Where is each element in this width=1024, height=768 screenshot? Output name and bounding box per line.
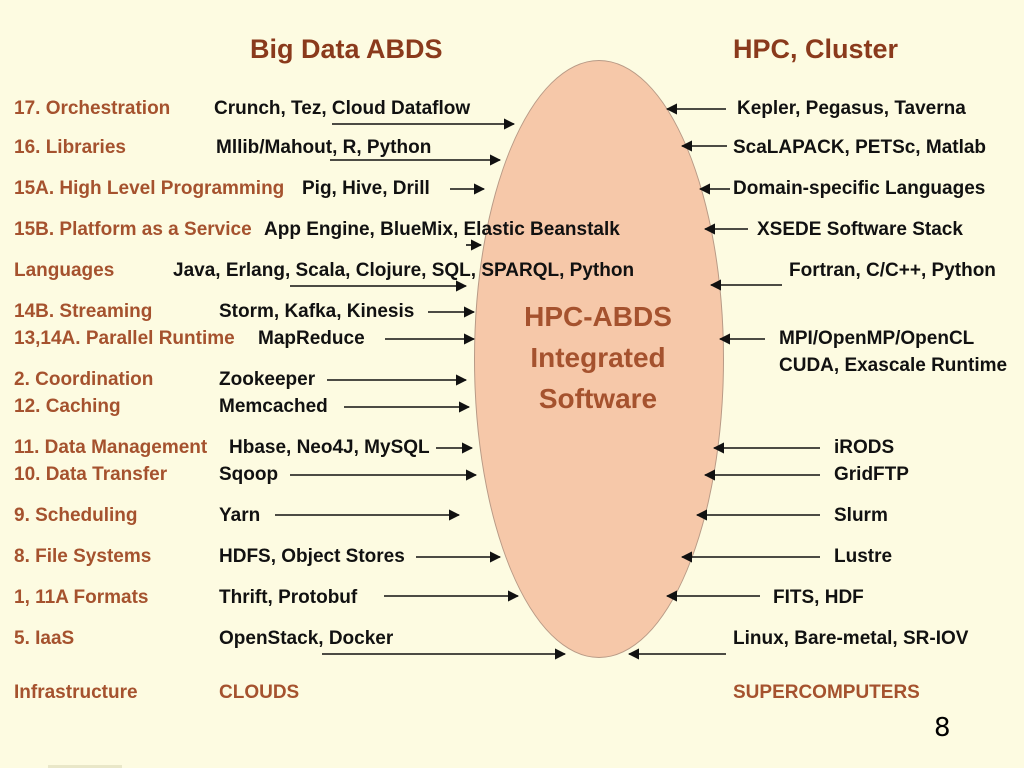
row-label-data-transfer: 10. Data Transfer <box>14 464 168 485</box>
row-label-data-management: 11. Data Management <box>14 437 208 458</box>
abds-caching-items: Memcached <box>219 396 328 417</box>
row-label-iaas: 5. IaaS <box>14 628 75 649</box>
page-number: 8 <box>934 713 951 743</box>
row-label-scheduling: 9. Scheduling <box>14 505 138 526</box>
abds-languages-items: Java, Erlang, Scala, Clojure, SQL, SPARQ… <box>173 260 635 281</box>
abds-iaas-items: OpenStack, Docker <box>219 628 394 649</box>
abds-orchestration-items: Crunch, Tez, Cloud Dataflow <box>214 98 471 119</box>
hpc-file-systems-items: Lustre <box>834 546 893 567</box>
abds-formats-items: Thrift, Protobuf <box>219 587 358 608</box>
hpc-iaas-items: Linux, Bare-metal, SR-IOV <box>733 628 969 649</box>
abds-file-systems-items: HDFS, Object Stores <box>219 546 405 567</box>
hpc-infrastructure-supercomputers: SUPERCOMPUTERS <box>733 682 920 703</box>
abds-parallel-runtime-items: MapReduce <box>258 328 365 349</box>
center-line-1: HPC-ABDS <box>524 301 672 332</box>
hpc-formats-items: FITS, HDF <box>773 587 864 608</box>
hpc-scheduling-items: Slurm <box>834 505 888 526</box>
abds-infrastructure-clouds: CLOUDS <box>219 682 300 703</box>
bottom-tab-decoration <box>48 765 122 768</box>
hpc-high-level-items: Domain-specific Languages <box>733 178 986 199</box>
heading-hpc-cluster: HPC, Cluster <box>733 34 899 64</box>
heading-big-data-abds: Big Data ABDS <box>250 34 443 64</box>
abds-scheduling-items: Yarn <box>219 505 261 526</box>
abds-libraries-items: Mllib/Mahout, R, Python <box>216 137 432 158</box>
hpc-parallel-runtime-items: MPI/OpenMP/OpenCL <box>779 328 975 349</box>
hpc-paas-items: XSEDE Software Stack <box>757 219 963 240</box>
row-label-formats: 1, 11A Formats <box>14 587 149 608</box>
row-label-high-level-programming: 15A. High Level Programming <box>14 178 285 199</box>
hpc-data-transfer-items: GridFTP <box>834 464 909 485</box>
hpc-parallel-runtime-items-2: CUDA, Exascale Runtime <box>779 355 1008 376</box>
row-label-streaming: 14B. Streaming <box>14 301 153 322</box>
row-label-orchestration: 17. Orchestration <box>14 98 171 119</box>
abds-data-management-items: Hbase, Neo4J, MySQL <box>229 437 430 458</box>
abds-coordination-items: Zookeeper <box>219 369 316 390</box>
hpc-languages-items: Fortran, C/C++, Python <box>789 260 996 281</box>
row-label-parallel-runtime: 13,14A. Parallel Runtime <box>14 328 235 349</box>
abds-streaming-items: Storm, Kafka, Kinesis <box>219 301 415 322</box>
hpc-data-management-items: iRODS <box>834 437 895 458</box>
abds-high-level-items: Pig, Hive, Drill <box>302 178 430 199</box>
row-label-languages: Languages <box>14 260 115 281</box>
abds-data-transfer-items: Sqoop <box>219 464 279 485</box>
row-label-paas: 15B. Platform as a Service <box>14 219 252 240</box>
row-label-infrastructure: Infrastructure <box>14 682 138 703</box>
hpc-libraries-items: ScaLAPACK, PETSc, Matlab <box>733 137 987 158</box>
hpc-orchestration-items: Kepler, Pegasus, Taverna <box>737 98 966 119</box>
center-line-3: Software <box>538 383 658 414</box>
abds-paas-items: App Engine, BlueMix, Elastic Beanstalk <box>264 219 620 240</box>
row-label-caching: 12. Caching <box>14 396 121 417</box>
row-label-coordination: 2. Coordination <box>14 369 154 390</box>
row-label-file-systems: 8. File Systems <box>14 546 152 567</box>
row-label-libraries: 16. Libraries <box>14 137 126 158</box>
center-line-2: Integrated <box>530 342 666 373</box>
